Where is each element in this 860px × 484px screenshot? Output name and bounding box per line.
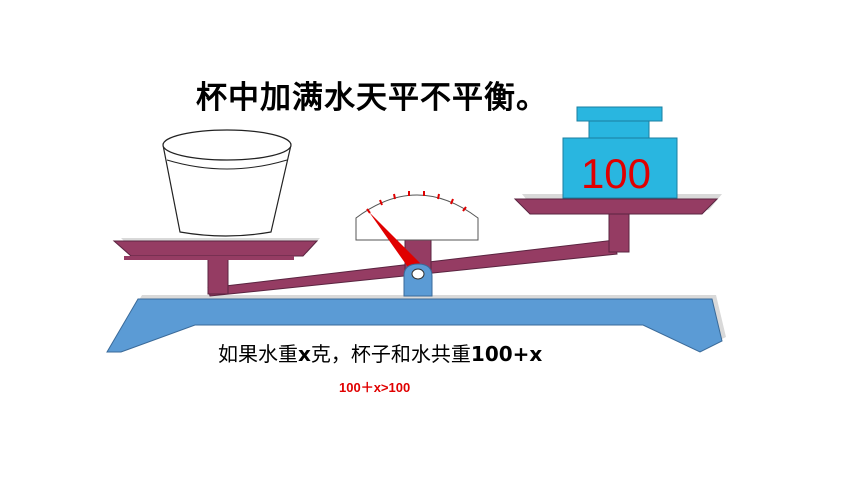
caption-x: x bbox=[298, 342, 311, 366]
caption-expression: 100+x bbox=[470, 342, 543, 366]
weight-label: 100 bbox=[580, 150, 652, 197]
inequality-label: 100＋x>100 bbox=[339, 380, 411, 395]
caption-middle: 克，杯子和水共重 bbox=[310, 342, 471, 366]
weight-icon bbox=[562, 106, 678, 199]
caption: 如果水重x克，杯子和水共重100+x bbox=[218, 338, 542, 367]
left-pan bbox=[112, 238, 320, 295]
caption-prefix: 如果水重 bbox=[218, 342, 298, 366]
dial-icon bbox=[355, 191, 479, 297]
cup-icon bbox=[162, 129, 292, 237]
scale-base bbox=[106, 295, 726, 353]
page-title: 杯中加满水天平不平衡。 bbox=[196, 80, 548, 116]
right-pan bbox=[513, 194, 722, 253]
